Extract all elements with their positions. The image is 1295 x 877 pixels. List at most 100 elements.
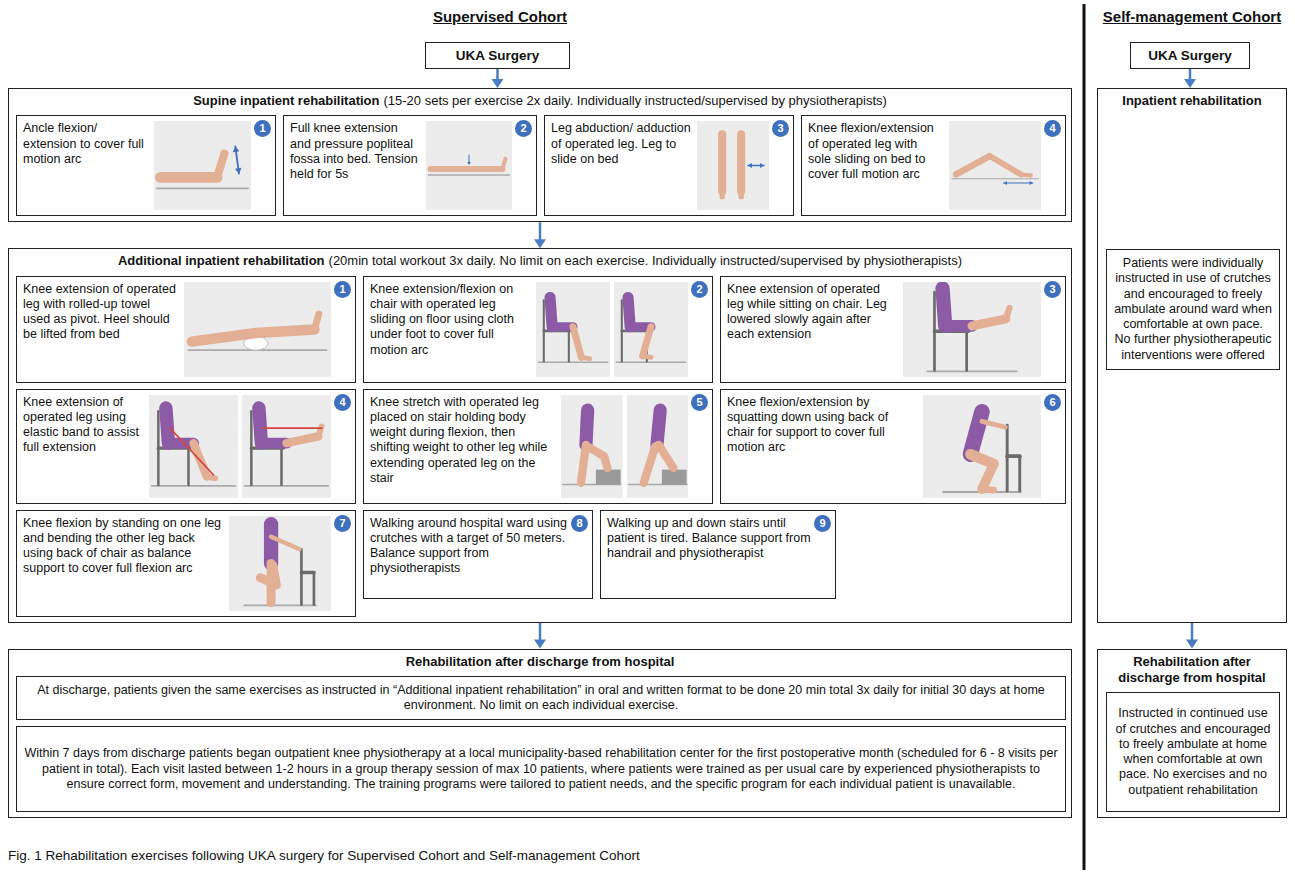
exercise-text: Knee flexion/extension by squatting down… (727, 395, 917, 456)
instruction-text: Patients were individually instructed in… (1107, 250, 1279, 369)
exercise-box: Knee flexion by standing on one leg and … (16, 510, 356, 617)
photo-stroke (1006, 308, 1010, 319)
exercise-photo (697, 121, 769, 210)
arrow-head (534, 640, 546, 649)
exercise-text: Knee extension/flexion on chair with ope… (370, 282, 530, 358)
photo-ground (242, 395, 331, 498)
exercise-box: Knee extension of operated leg using ela… (16, 389, 356, 504)
photo-ground (154, 121, 251, 210)
cohort-heading: Supervised Cohort (300, 8, 700, 25)
exercise-photo (242, 395, 331, 498)
exercise-photo (614, 282, 688, 377)
photo-ground (149, 395, 238, 498)
photo-stroke (990, 156, 1021, 174)
photo-ground (903, 282, 1041, 377)
exercise-photo (627, 395, 689, 498)
photo-stroke (264, 524, 278, 563)
arrow-line (539, 623, 542, 641)
photo-stroke (956, 156, 990, 174)
photo-stroke (170, 428, 214, 475)
photo-stroke (982, 485, 994, 493)
callout-number: 4 (1044, 120, 1061, 137)
callout-number: 8 (571, 515, 588, 532)
figure-caption: Fig. 1 Rehabilitation exercises followin… (8, 848, 640, 863)
arrow-line (496, 69, 499, 80)
photo-stroke (573, 326, 581, 357)
panel-heading-line: Rehabilitation after discharge from hosp… (1104, 654, 1280, 687)
photo-stroke (643, 326, 651, 355)
callout-number: 5 (691, 394, 708, 411)
photo-stroke (581, 357, 589, 358)
photo-arrowhead (233, 147, 240, 153)
flow-arrow (534, 623, 546, 649)
photo-stroke (1021, 175, 1031, 176)
photo-arrowhead (760, 163, 764, 168)
phase-panel: Inpatient rehabilitationPatients were in… (1097, 88, 1287, 623)
photo-stroke (217, 154, 224, 178)
exercise-photo (229, 516, 331, 611)
exercise-photo (154, 121, 251, 210)
photo-stroke (301, 570, 314, 574)
instruction-box: At discharge, patients given the same ex… (16, 676, 1066, 721)
exercise-photo (426, 121, 512, 210)
photo-stroke (187, 448, 190, 485)
panel-heading: Inpatient rehabilitation (1122, 93, 1261, 108)
photo-ground (426, 121, 512, 210)
cohort-divider (1083, 4, 1086, 870)
arrow-line (539, 222, 542, 240)
photo-arrowhead (467, 162, 471, 165)
arrow-line (1189, 69, 1192, 80)
callout-number: 2 (515, 120, 532, 137)
exercise-photo (536, 282, 610, 377)
photo-stroke (658, 444, 673, 467)
callout-number: 2 (691, 281, 708, 298)
exercise-text: Knee flexion by standing on one leg and … (23, 516, 223, 577)
photo-stroke (982, 421, 1005, 427)
instruction-box: Patients were individually instructed in… (1106, 249, 1280, 370)
process-box: UKA Surgery (1130, 42, 1250, 69)
panel-heading-line: Rehabilitation after discharge from hosp… (15, 654, 1065, 670)
instruction-text: Within 7 days from discharge patients be… (17, 740, 1065, 798)
exercise-box: Ancle flexion/ extension to cover full m… (16, 115, 276, 216)
exercise-photo (184, 282, 331, 377)
photo-stroke (431, 166, 503, 172)
photo-arrowhead (235, 168, 242, 174)
panel-heading: Supine inpatient rehabilitation (193, 93, 379, 108)
exercise-box: Knee flexion/extension by squatting down… (720, 389, 1066, 504)
photo-stroke (287, 436, 319, 443)
panel-heading-line: Inpatient rehabilitation (1104, 93, 1280, 109)
photo-stroke (738, 191, 743, 196)
exercise-text: Walking up and down stairs until patient… (607, 516, 813, 562)
photo-stroke (718, 135, 726, 192)
photo-stroke (581, 444, 586, 482)
panel-heading: Rehabilitation after discharge from hosp… (406, 654, 675, 669)
photo-arrowhead (1030, 181, 1033, 185)
panel-subheading: (15-20 sets per exercise 2x daily. Indiv… (383, 93, 886, 108)
photo-stroke (300, 549, 303, 604)
phase-panel: Additional inpatient rehabilitation(20mi… (8, 248, 1072, 622)
callout-number: 1 (254, 120, 271, 137)
exercise-photo (149, 395, 238, 498)
exercise-text: Full knee extension and pressure poplite… (290, 121, 420, 182)
photo-stroke (538, 361, 608, 362)
photo-ground (697, 121, 769, 210)
photo-ground (614, 282, 688, 377)
phase-panel: Rehabilitation after discharge from hosp… (1097, 649, 1287, 819)
photo-stroke (1006, 425, 1009, 491)
callout-number: 1 (334, 281, 351, 298)
exercise-photo (903, 282, 1041, 377)
photo-ground (923, 395, 1041, 498)
exercise-photo (923, 395, 1041, 498)
panel-heading: Additional inpatient rehabilitation (118, 253, 325, 268)
exercise-text: Walking around hospital ward using crutc… (370, 516, 570, 577)
photo-stroke (429, 175, 510, 177)
photo-stroke (271, 536, 300, 549)
photo-stroke (1018, 456, 1021, 491)
cohort-heading: Self-management Cohort (1092, 8, 1292, 25)
arrow-head (1186, 640, 1198, 649)
photo-stroke (972, 318, 1006, 325)
photo-stroke (643, 446, 655, 482)
callout-number: 9 (814, 515, 831, 532)
photo-stroke (244, 604, 315, 606)
photo-stroke (588, 446, 608, 467)
